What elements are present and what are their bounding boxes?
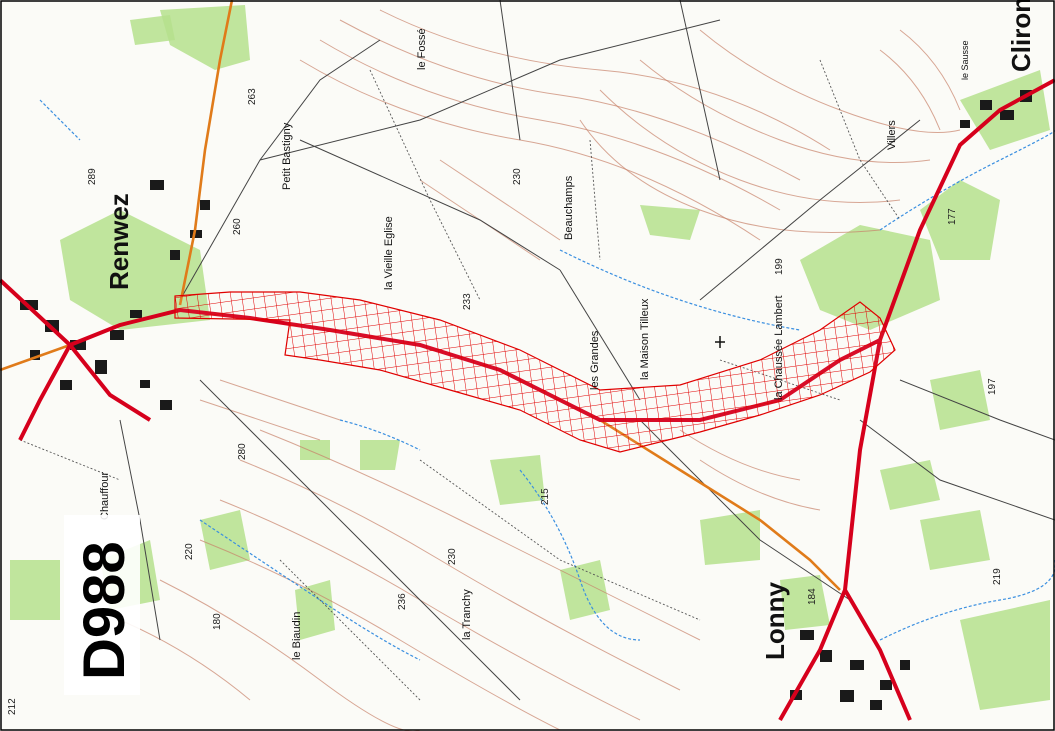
place-label-tranchy: la Tranchy [461, 589, 473, 640]
elevation-label: 219 [992, 568, 1003, 585]
place-label-villers: Villers [886, 120, 898, 150]
road-label-d988: D988 [72, 541, 137, 680]
elevation-label: 184 [807, 588, 818, 605]
elevation-label: 220 [184, 543, 195, 560]
place-label-chauffour: Chauffour [99, 472, 111, 520]
study-area-hatched-corridor [174, 291, 896, 453]
secondary-roads [0, 0, 841, 591]
elevation-label: 260 [232, 218, 243, 235]
elevation-label: 180 [212, 613, 223, 630]
elevation-label: 177 [947, 208, 958, 225]
contour-lines [119, 9, 961, 731]
place-label-chaussee-lambert: la Chaussée Lambert [773, 295, 785, 400]
elevation-label: 263 [247, 88, 258, 105]
road-label-box: D988 [64, 515, 140, 695]
elevation-label: 289 [87, 168, 98, 185]
town-label-renwez: Renwez [104, 193, 134, 290]
town-label-lonny: Lonny [760, 581, 790, 660]
minor-roads [19, 0, 1055, 701]
place-label-beauchamps: Beauchamps [563, 175, 575, 240]
cross-marker [715, 336, 725, 348]
elevation-label: 197 [987, 378, 998, 395]
elevation-label: 280 [237, 443, 248, 460]
elevation-labels: 289 280 263 230 233 199 177 220 215 236 … [7, 88, 1003, 715]
town-labels: Renwez Lonny Cliron [104, 0, 1036, 660]
place-label-le-fosse: le Fossé [416, 28, 428, 70]
place-label-grandes: les Grandes [589, 330, 601, 390]
elevation-label: 230 [512, 168, 523, 185]
elevation-label: 199 [774, 258, 785, 275]
place-label-le-sausse: le Sausse [960, 40, 970, 80]
elevation-label: 236 [397, 593, 408, 610]
town-label-cliron: Cliron [1006, 0, 1036, 72]
elevation-label: 233 [462, 293, 473, 310]
streams [39, 99, 1055, 661]
elevation-label: 230 [447, 548, 458, 565]
place-label-biaudin: le Biaudin [291, 612, 303, 660]
elevation-label: 212 [7, 698, 18, 715]
place-labels: la Vieille Eglise Petit Bastigny Beaucha… [99, 28, 970, 660]
elevation-label: 215 [540, 488, 551, 505]
place-label-petit-bastigny: Petit Bastigny [281, 122, 293, 190]
place-label-maison-tilleux: la Maison Tilleux [639, 298, 651, 380]
place-label-vieille-eglise: la Vieille Eglise [383, 216, 395, 290]
